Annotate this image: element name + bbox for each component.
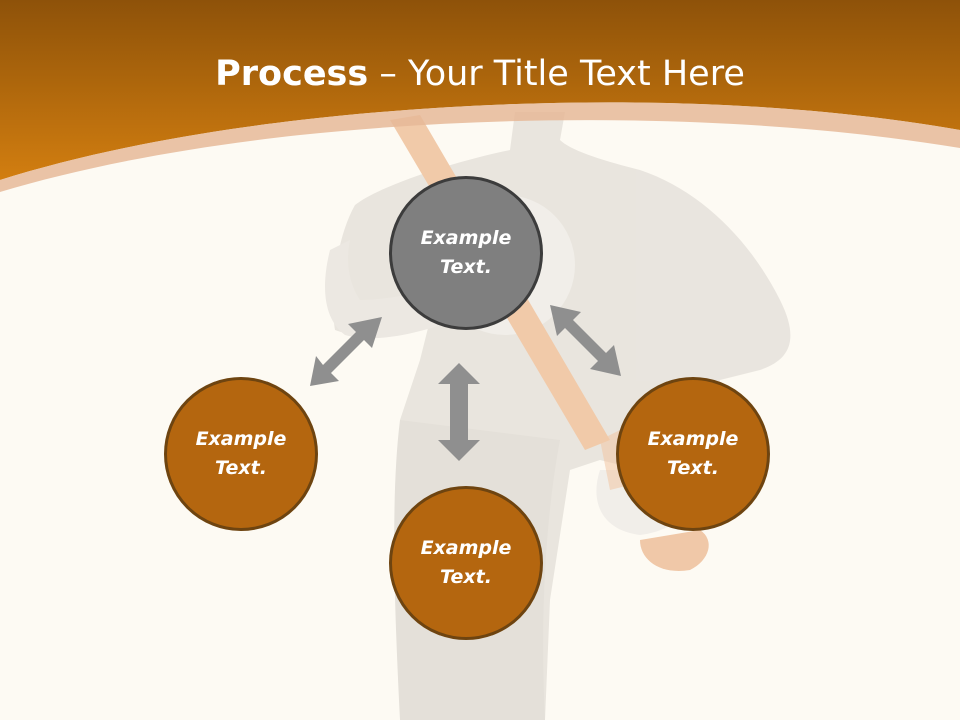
title-rest: – Your Title Text Here bbox=[368, 54, 745, 94]
arrow-top-right-double bbox=[550, 305, 621, 376]
node-right-line2: Text. bbox=[667, 457, 719, 479]
node-top-line1: Example bbox=[420, 227, 512, 249]
header-accent-stripe bbox=[0, 102, 960, 192]
arrow-top-left-double bbox=[310, 317, 382, 386]
node-right-line1: Example bbox=[647, 428, 739, 450]
header-band bbox=[0, 0, 960, 180]
node-bottom-line1: Example bbox=[420, 537, 512, 559]
arrow-vertical-double bbox=[438, 363, 480, 461]
node-bottom-line2: Text. bbox=[440, 566, 492, 588]
node-left-line2: Text. bbox=[215, 457, 267, 479]
node-top-line2: Text. bbox=[440, 256, 492, 278]
slide-title: Process – Your Title Text Here bbox=[0, 52, 960, 96]
title-bold: Process bbox=[215, 54, 369, 94]
node-left-line1: Example bbox=[195, 428, 287, 450]
